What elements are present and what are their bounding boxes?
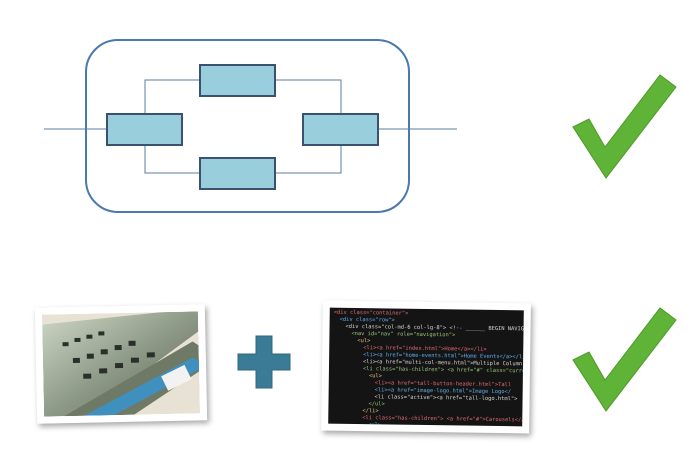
checkmark-icon: [572, 307, 677, 412]
left-block: [106, 113, 183, 146]
lower-left-connector: [144, 145, 200, 174]
top-block: [199, 64, 276, 97]
upper-left-connector: [144, 79, 200, 114]
bottom-block: [199, 157, 276, 190]
connector-lines: [44, 79, 457, 174]
code-screenshot-photo: <div class="container"><div class="row">…: [321, 300, 531, 434]
code-line: <li class="has-children"> <a href="#">Ca…: [362, 415, 524, 424]
system-frame: [85, 39, 410, 213]
code-line: <ul>: [368, 422, 382, 427]
code-line: <li class="has-children"> <a href="#" cl…: [362, 366, 524, 375]
hardware-photo: [34, 304, 208, 424]
lower-right-connector: [275, 145, 342, 174]
upper-right-connector: [275, 79, 342, 114]
plus-icon: [237, 335, 291, 389]
circuit-board-image: [41, 311, 201, 417]
checkmark-icon: [572, 74, 677, 179]
code-editor-image: <div class="container"><div class="row">…: [328, 307, 524, 427]
right-block: [302, 113, 379, 146]
hardware-image: [41, 311, 201, 417]
code-line: <li class="active"><a href="tall-logo.ht…: [374, 394, 518, 403]
